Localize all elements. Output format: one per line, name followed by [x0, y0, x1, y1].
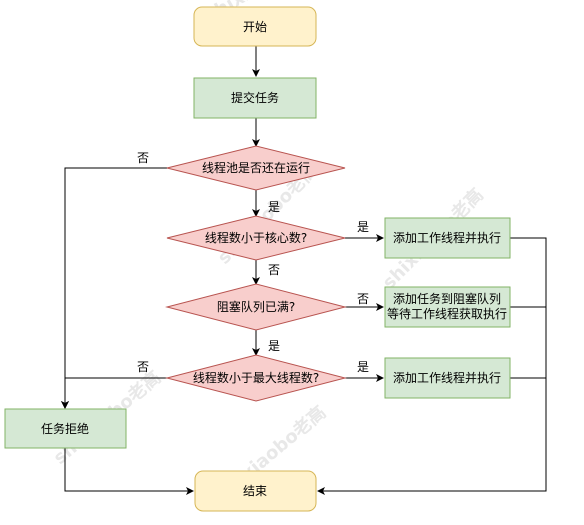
enqueue-box [384, 286, 511, 328]
enqueue-label-line1: 添加任务到阻塞队列 [393, 291, 501, 306]
add-max-worker-label: 添加工作线程并执行 [393, 370, 501, 385]
add-core-worker-label: 添加工作线程并执行 [393, 230, 501, 245]
start-label: 开始 [243, 20, 267, 34]
add-core-worker-box [384, 217, 511, 259]
submit-task-box [193, 77, 317, 119]
edge-running-reject [61, 167, 167, 409]
node-pool-running: 线程池是否还在运行 [166, 145, 346, 191]
queue-full-label: 阻塞队列已满? [217, 299, 295, 314]
edge-label-running-no: 否 [137, 151, 149, 165]
node-submit-task: 提交任务 [193, 77, 317, 119]
core-check-label: 线程数小于核心数? [205, 230, 307, 245]
start-terminal [193, 6, 317, 47]
edges [61, 46, 547, 495]
edge-reject-end [64, 448, 194, 495]
edge-label-queue-no: 否 [357, 292, 369, 306]
add-max-worker-box [384, 357, 511, 399]
submit-task-label: 提交任务 [231, 90, 279, 105]
node-max-check: 线程数小于最大线程数? [165, 354, 347, 402]
node-reject: 任务拒绝 [4, 408, 127, 449]
edge-label-running-yes: 是 [268, 200, 280, 214]
edge-addworker-end [317, 237, 547, 495]
reject-box [4, 408, 127, 449]
max-check-decision [165, 354, 347, 402]
reject-label: 任务拒绝 [41, 421, 89, 436]
node-end: 结束 [194, 470, 317, 512]
node-enqueue: 添加任务到阻塞队列 等待工作线程获取执行 [384, 286, 511, 328]
edge-label-max-no: 否 [137, 360, 149, 374]
end-terminal [194, 470, 317, 512]
node-add-max-worker: 添加工作线程并执行 [384, 357, 511, 399]
edge-label-core-yes: 是 [357, 220, 369, 234]
max-check-label: 线程数小于最大线程数? [193, 370, 319, 385]
pool-running-decision [166, 145, 346, 191]
core-check-decision [166, 215, 346, 261]
edge-label-max-yes: 是 [357, 360, 369, 374]
node-core-check: 线程数小于核心数? [166, 215, 346, 261]
queue-full-decision [165, 283, 347, 331]
edge-label-core-no: 否 [268, 263, 280, 277]
pool-running-label: 线程池是否还在运行 [202, 160, 310, 175]
enqueue-label-line2: 等待工作线程获取执行 [387, 306, 507, 321]
node-add-core-worker: 添加工作线程并执行 [384, 217, 511, 259]
end-label: 结束 [243, 484, 267, 498]
node-queue-full: 阻塞队列已满? [165, 283, 347, 331]
node-start: 开始 [193, 6, 317, 47]
edge-label-queue-yes: 是 [268, 339, 280, 353]
edge-labels: 否 是 是 否 否 是 否 是 [137, 151, 369, 374]
